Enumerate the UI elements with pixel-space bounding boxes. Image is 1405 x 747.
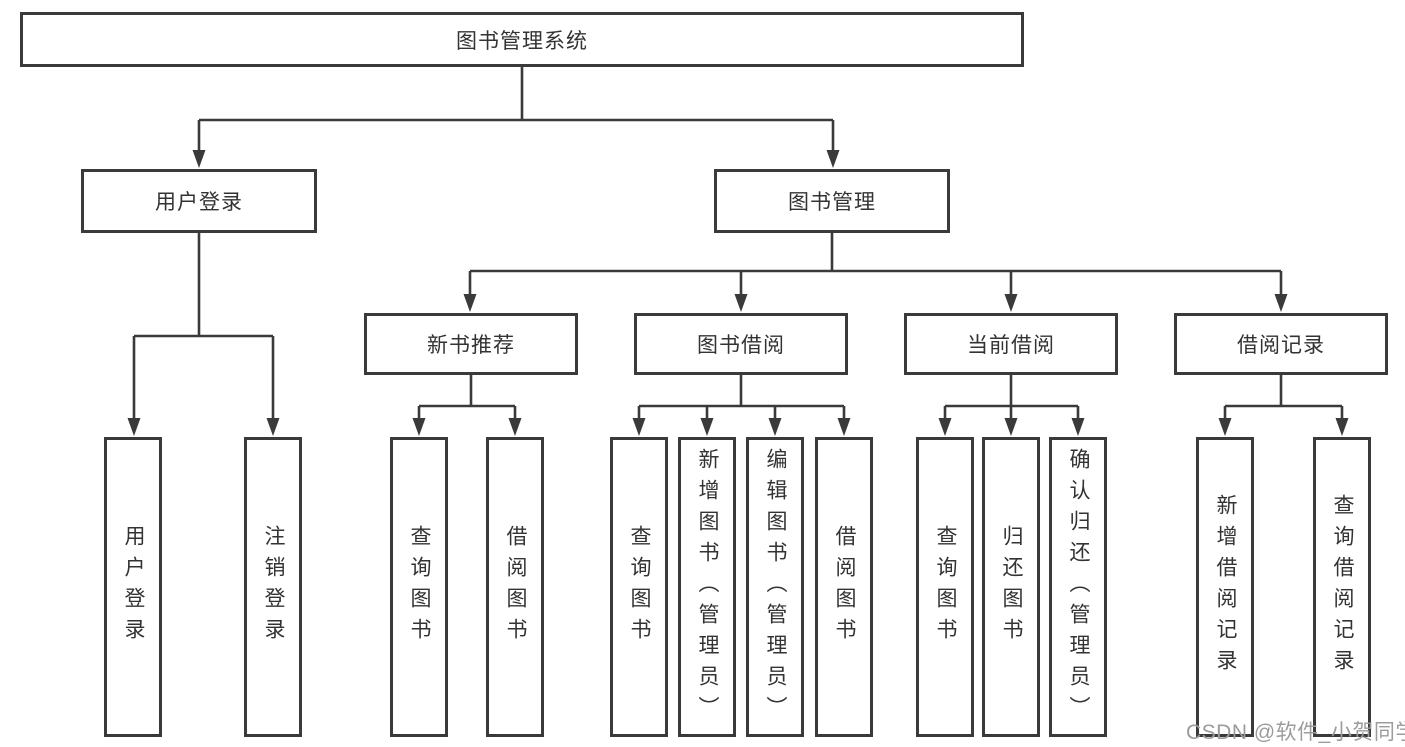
node-label: 图书管理系统 — [456, 29, 588, 53]
node-label: 归还图书 — [1000, 525, 1024, 649]
node-label: 图书借阅 — [697, 334, 785, 357]
node-label: 查询图书 — [628, 525, 652, 649]
leaf-user-login: 用户登录 — [104, 437, 162, 737]
node-label: 确认归还（管理员） — [1067, 447, 1091, 727]
leaf-query-borrow-record: 查询借阅记录 — [1313, 437, 1371, 737]
node-new-book-recommend: 新书推荐 — [364, 313, 578, 375]
node-label: 借阅图书 — [504, 525, 528, 649]
edges-borrow-record — [1218, 375, 1349, 436]
node-label: 查询图书 — [934, 525, 958, 649]
node-root-library-system: 图书管理系统 — [20, 12, 1024, 67]
node-current-borrow: 当前借阅 — [904, 313, 1118, 375]
leaf-borrow-books-recommend: 借阅图书 — [486, 437, 544, 737]
leaf-borrow-books: 借阅图书 — [815, 437, 873, 737]
leaf-query-books-recommend: 查询图书 — [390, 437, 448, 737]
leaf-logout: 注销登录 — [244, 437, 302, 737]
node-label: 查询借阅记录 — [1331, 494, 1355, 680]
node-label: 当前借阅 — [967, 334, 1055, 357]
csdn-watermark: CSDN @软件_小贺同学 — [1186, 721, 1405, 744]
node-label: 编辑图书（管理员） — [764, 447, 788, 727]
node-book-borrow: 图书借阅 — [634, 313, 848, 375]
node-label: 用户登录 — [122, 525, 146, 649]
leaf-add-books-admin: 新增图书（管理员） — [678, 437, 736, 737]
node-label: 查询图书 — [408, 525, 432, 649]
edges-current-borrow — [938, 375, 1085, 436]
edges-book-management — [463, 233, 1288, 312]
node-user-login: 用户登录 — [81, 169, 317, 233]
edges-new-book-recommend — [412, 375, 522, 436]
node-label: 新增借阅记录 — [1214, 494, 1238, 680]
node-book-management: 图书管理 — [714, 169, 950, 233]
node-label: 借阅记录 — [1237, 334, 1325, 357]
leaf-confirm-return-admin: 确认归还（管理员） — [1049, 437, 1107, 737]
edges-user-login — [127, 233, 280, 436]
edges-book-borrow — [632, 375, 851, 436]
node-label: 新增图书（管理员） — [696, 447, 720, 727]
node-label: 用户登录 — [155, 191, 243, 214]
node-label: 借阅图书 — [833, 525, 857, 649]
leaf-edit-books-admin: 编辑图书（管理员） — [746, 437, 804, 737]
leaf-return-books: 归还图书 — [982, 437, 1040, 737]
node-borrow-record: 借阅记录 — [1174, 313, 1388, 375]
leaf-query-books-current: 查询图书 — [916, 437, 974, 737]
leaf-query-books-borrow: 查询图书 — [610, 437, 668, 737]
node-label: 新书推荐 — [427, 334, 515, 357]
node-label: 图书管理 — [788, 191, 876, 214]
edges-root — [192, 67, 840, 168]
node-label: 注销登录 — [262, 525, 286, 649]
leaf-add-borrow-record: 新增借阅记录 — [1196, 437, 1254, 737]
